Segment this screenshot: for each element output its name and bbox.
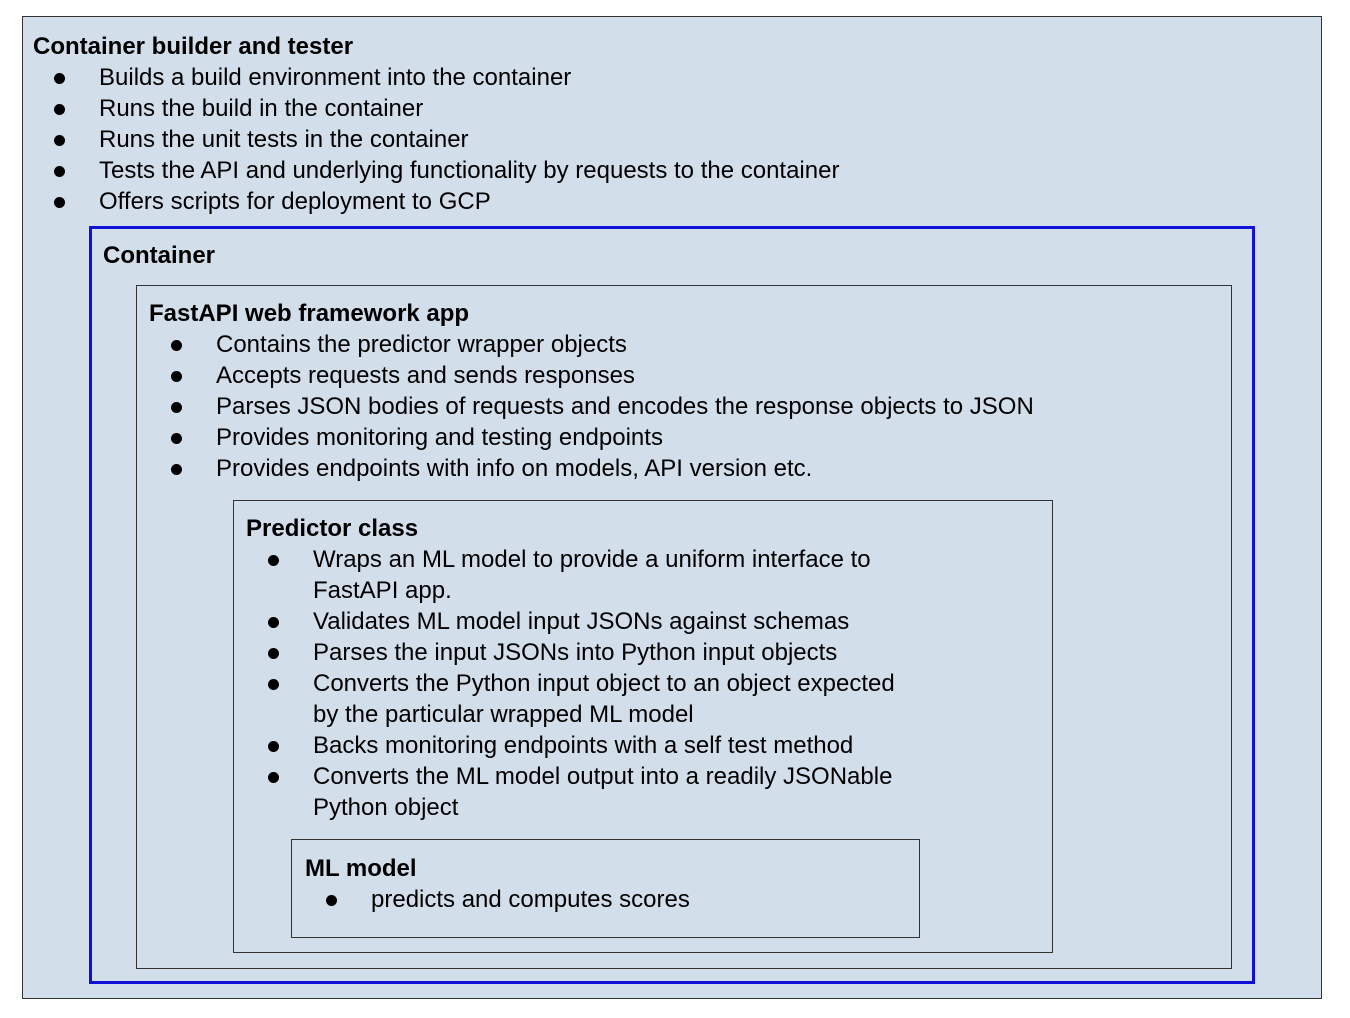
list-item-text: Runs the unit tests in the container	[99, 126, 469, 153]
bullet-icon	[171, 433, 182, 444]
list-item: Parses the input JSONs into Python input…	[268, 637, 895, 668]
bullet-icon	[268, 772, 279, 783]
bullet-icon	[54, 166, 65, 177]
list-item-text: Provides endpoints with info on models, …	[216, 455, 813, 482]
list-item: Contains the predictor wrapper objects	[171, 329, 1034, 360]
bullet-icon	[171, 464, 182, 475]
list-item: Converts the Python input object to an o…	[268, 668, 895, 730]
predictor-class-list: Wraps an ML model to provide a uniform i…	[268, 544, 895, 823]
bullet-icon	[171, 402, 182, 413]
bullet-icon	[171, 371, 182, 382]
list-item: Converts the ML model output into a read…	[268, 761, 895, 823]
list-item: predicts and computes scores	[326, 884, 690, 915]
bullet-icon	[54, 104, 65, 115]
bullet-icon	[268, 741, 279, 752]
bullet-icon	[171, 340, 182, 351]
list-item: Provides monitoring and testing endpoint…	[171, 422, 1034, 453]
list-item-text: Provides monitoring and testing endpoint…	[216, 424, 663, 451]
list-item: Offers scripts for deployment to GCP	[54, 186, 839, 217]
list-item-text: FastAPI app.	[313, 577, 452, 604]
bullet-icon	[326, 895, 337, 906]
list-item-text: Accepts requests and sends responses	[216, 362, 635, 389]
container-title: Container	[103, 242, 216, 269]
fastapi-app-title: FastAPI web framework app	[149, 300, 470, 327]
list-item-text: Parses JSON bodies of requests and encod…	[216, 393, 1034, 420]
list-item: Builds a build environment into the cont…	[54, 62, 839, 93]
list-item: Parses JSON bodies of requests and encod…	[171, 391, 1034, 422]
ml-model-box: ML model predicts and computes scores	[291, 839, 920, 938]
list-item: Provides endpoints with info on models, …	[171, 453, 1034, 484]
list-item-text: predicts and computes scores	[371, 886, 690, 913]
predictor-class-title: Predictor class	[246, 515, 419, 542]
ml-model-list: predicts and computes scores	[326, 884, 690, 915]
list-item: Runs the unit tests in the container	[54, 124, 839, 155]
list-item-text: Builds a build environment into the cont…	[99, 64, 572, 91]
list-item: Validates ML model input JSONs against s…	[268, 606, 895, 637]
ml-model-title: ML model	[305, 855, 417, 882]
bullet-icon	[268, 679, 279, 690]
list-item-text: Validates ML model input JSONs against s…	[313, 608, 850, 635]
bullet-icon	[54, 197, 65, 208]
list-item-text: Python object	[313, 794, 459, 821]
container-builder-list: Builds a build environment into the cont…	[54, 62, 840, 217]
list-item-text: Wraps an ML model to provide a uniform i…	[313, 546, 871, 573]
list-item-text: Converts the ML model output into a read…	[313, 763, 893, 790]
list-item-text: Offers scripts for deployment to GCP	[99, 188, 491, 215]
bullet-icon	[268, 648, 279, 659]
list-item-text: Tests the API and underlying functionali…	[99, 157, 840, 184]
list-item: Accepts requests and sends responses	[171, 360, 1034, 391]
list-item-text: Converts the Python input object to an o…	[313, 670, 895, 697]
list-item-text: Parses the input JSONs into Python input…	[313, 639, 838, 666]
list-item-text: Runs the build in the container	[99, 95, 424, 122]
list-item: Tests the API and underlying functionali…	[54, 155, 840, 186]
bullet-icon	[54, 135, 65, 146]
list-item-text: Contains the predictor wrapper objects	[216, 331, 627, 358]
bullet-icon	[268, 555, 279, 566]
list-item: Wraps an ML model to provide a uniform i…	[268, 544, 895, 606]
bullet-icon	[54, 73, 65, 84]
list-item: Runs the build in the container	[54, 93, 839, 124]
list-item-text: Backs monitoring endpoints with a self t…	[313, 732, 854, 759]
list-item-text: by the particular wrapped ML model	[313, 701, 694, 728]
container-builder-title: Container builder and tester	[33, 33, 354, 60]
bullet-icon	[268, 617, 279, 628]
list-item: Backs monitoring endpoints with a self t…	[268, 730, 895, 761]
